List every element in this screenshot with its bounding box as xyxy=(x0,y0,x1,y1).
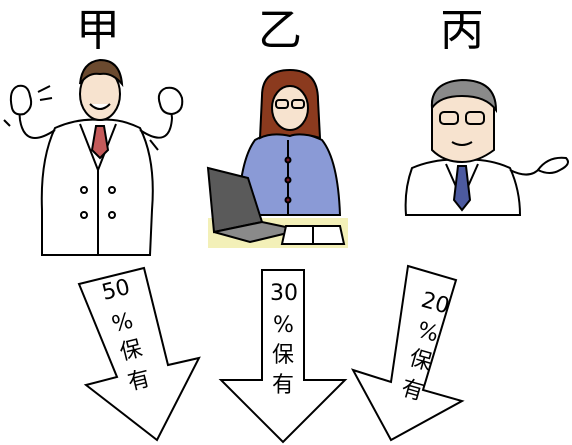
arrow-label-line: 有 xyxy=(272,373,294,398)
man-in-suit-presenting-illustration xyxy=(404,78,569,216)
person-name-yi: 乙 xyxy=(258,5,302,56)
scientist-gesturing-illustration xyxy=(3,58,184,256)
arrow-label-line: 保 xyxy=(272,343,294,368)
arrow-label-line: 30 xyxy=(270,281,298,306)
down-arrow-bing: 20 % 保 有 xyxy=(350,264,465,442)
woman-at-laptop-illustration xyxy=(206,68,348,248)
down-arrow-yi: 30 % 保 有 xyxy=(218,269,348,444)
arrow-label-line: % xyxy=(273,313,294,338)
person-name-jia: 甲 xyxy=(76,5,120,56)
down-arrow-icon xyxy=(77,266,201,442)
down-arrow-icon xyxy=(218,269,348,444)
person-name-bing: 丙 xyxy=(440,5,484,56)
down-arrow-jia: 50 % 保 有 xyxy=(77,266,201,442)
down-arrow-icon xyxy=(350,264,465,442)
